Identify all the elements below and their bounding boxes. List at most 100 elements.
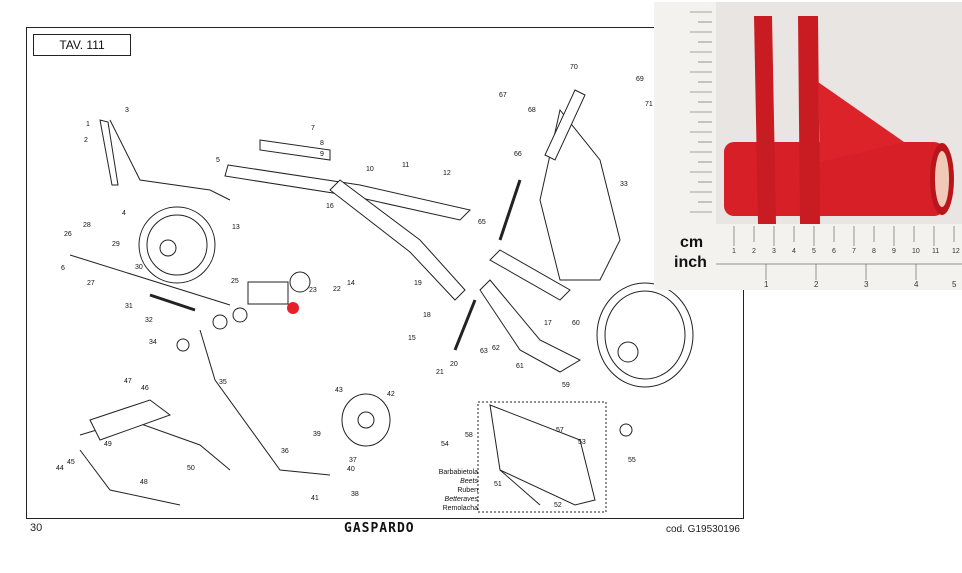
part-label: 62	[492, 345, 500, 352]
inch-unit-label: inch	[674, 254, 707, 271]
part-label: 30	[135, 264, 143, 271]
cm-tick: 5	[812, 248, 816, 255]
vertical-ruler	[654, 2, 716, 290]
cm-tick: 7	[852, 248, 856, 255]
part-label: 16	[326, 203, 334, 210]
part-label: 23	[309, 287, 317, 294]
part-label: 36	[281, 448, 289, 455]
highlight-marker[interactable]	[287, 302, 299, 314]
part-label: 29	[112, 241, 120, 248]
part-label: 1	[86, 121, 90, 128]
part-label: 46	[141, 385, 149, 392]
part-label: 47	[124, 378, 132, 385]
part-label: 3	[125, 107, 129, 114]
part-label: 58	[465, 432, 473, 439]
part-label: 39	[313, 431, 321, 438]
part-label: 18	[423, 312, 431, 319]
scraper-left	[99, 119, 119, 186]
scraper-52	[489, 404, 596, 506]
part-label: 19	[414, 280, 422, 287]
cm-tick: 3	[772, 248, 776, 255]
inch-tick: 4	[914, 280, 919, 289]
part-label: 50	[187, 465, 195, 472]
part-label: 55	[628, 457, 636, 464]
spring-20	[453, 299, 477, 351]
beet-legend: Barbabietola Beets Ruben Betteraves Remo…	[418, 468, 478, 513]
horizontal-ruler	[716, 224, 962, 290]
part-label: 37	[349, 457, 357, 464]
part-label: 38	[351, 491, 359, 498]
part-label: 44	[56, 465, 64, 472]
part-label: 21	[436, 369, 444, 376]
tube-66	[544, 89, 586, 161]
wheel-arm-left	[109, 119, 231, 201]
part-label: 35	[219, 379, 227, 386]
cm-tick: 9	[892, 248, 896, 255]
part-label: 69	[636, 76, 644, 83]
part-label: 68	[528, 107, 536, 114]
bracket-tube-bore	[935, 151, 949, 207]
cm-tick: 11	[932, 248, 940, 255]
part-label: 27	[87, 280, 95, 287]
gauge-wheel-left-rim	[146, 214, 208, 276]
part-label: 8	[320, 140, 324, 147]
part-label: 2	[84, 137, 88, 144]
frame-bracket	[259, 139, 331, 161]
arm-47	[79, 449, 181, 506]
bracket-tube	[724, 142, 944, 216]
bracket-plate-right	[798, 16, 820, 224]
part-label: 25	[231, 278, 239, 285]
part-label: 49	[104, 441, 112, 448]
inch-tick: 5	[952, 280, 957, 289]
inch-tick: 2	[814, 280, 819, 289]
part-label: 31	[125, 303, 133, 310]
ruler-photo-drawing	[654, 2, 962, 290]
part-label: 48	[140, 479, 148, 486]
pivot-bracket	[247, 281, 289, 305]
axle-rod	[69, 254, 231, 306]
part-label: 28	[83, 222, 91, 229]
inch-tick-labels: 1 2 3 4 5	[716, 280, 962, 290]
cm-tick: 6	[832, 248, 836, 255]
legend-line: Beets	[460, 478, 478, 485]
part-label: 14	[347, 280, 355, 287]
part-label: 17	[544, 320, 552, 327]
cm-tick: 1	[732, 248, 736, 255]
part-label: 12	[443, 170, 451, 177]
gauge-wheel-left-hub	[159, 239, 177, 257]
cm-unit-label: cm	[680, 234, 704, 251]
part-label: 26	[64, 231, 72, 238]
cm-tick: 12	[952, 248, 960, 255]
pivot-bushing	[289, 271, 311, 293]
part-label: 40	[347, 466, 355, 473]
cm-tick: 4	[792, 248, 796, 255]
cm-tick: 2	[752, 248, 756, 255]
part-label: 57	[556, 427, 564, 434]
bracket-plate-left	[754, 16, 776, 224]
part-label: 15	[408, 335, 416, 342]
part-label: 53	[578, 439, 586, 446]
cm-tick: 8	[872, 248, 876, 255]
plate-60	[489, 249, 571, 301]
gauge-wheel-right-hub	[617, 341, 639, 363]
arm-bracket-48	[89, 399, 172, 441]
bushing-23c	[176, 338, 190, 352]
gauge-wheel-left	[138, 206, 216, 284]
upright-plate-33	[539, 108, 621, 281]
part-label: 63	[480, 348, 488, 355]
part-label: 66	[514, 151, 522, 158]
inset-box-71	[477, 401, 607, 513]
part-label: 60	[572, 320, 580, 327]
frame-arm	[329, 179, 466, 301]
press-wheel-43-hub	[357, 411, 375, 429]
part-label: 4	[122, 210, 126, 217]
horizontal-ruler-ticks	[716, 226, 962, 280]
product-photo: cm inch 1 2 3 4 5 6 7 8 9 10 11 12 1 2 3…	[654, 2, 962, 290]
legend-line: Betteraves	[444, 496, 478, 503]
part-label: 61	[516, 363, 524, 370]
red-bracket-part	[724, 16, 954, 224]
part-label: 11	[402, 162, 409, 169]
part-label: 52	[554, 502, 562, 509]
gauge-wheel-right	[596, 282, 694, 388]
